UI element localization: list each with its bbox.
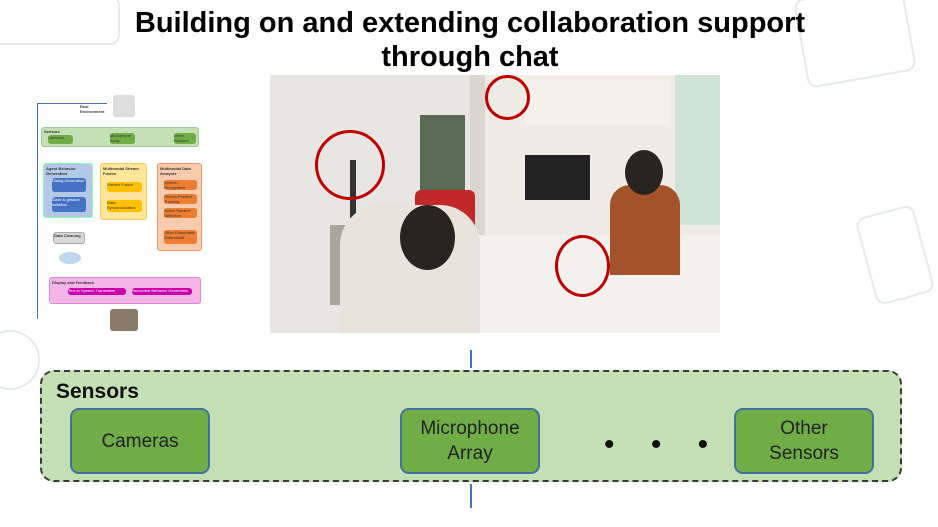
cup-doodle — [0, 330, 40, 390]
mini-fusion: Multimodal Stream Fusion Stream Fusion D… — [100, 163, 147, 220]
title-line-1: Building on and extending collaboration … — [134, 7, 806, 39]
mini-cameras-label: Cameras — [48, 135, 65, 140]
mini-data-sync: Data Synchronization — [107, 200, 142, 212]
title-line-2: through chat — [381, 41, 559, 73]
mini-other-label: Other Sensors — [174, 133, 189, 143]
mini-fusion-label: Multimodal Stream Fusion — [103, 166, 139, 176]
mini-cameras: Cameras — [48, 135, 73, 144]
mini-other: Other Sensors — [174, 133, 196, 144]
phone-doodle — [854, 203, 936, 307]
mini-mic-label: Microphone Array — [110, 133, 131, 143]
mini-agent: Agent Behavior Generation Dialog Generat… — [43, 163, 93, 218]
mini-gaze: Gaze & gesture imitation — [52, 197, 86, 212]
person-back-head — [625, 150, 663, 195]
mini-sensors: Sensors Cameras Microphone Array Other S… — [41, 127, 199, 147]
mini-data-sync-label: Data Synchronization — [107, 200, 136, 210]
mini-dialog-label: Dialog Generation — [52, 178, 85, 183]
keyboard-doodle — [0, 0, 120, 45]
mini-active-label: Active Speaker Detection — [164, 208, 191, 218]
mini-cleaning: Data Cleaning — [53, 232, 85, 244]
microphone-array-box: Microphone Array — [400, 408, 540, 474]
whiteboard — [525, 80, 670, 125]
mini-stream-fusion: Stream Fusion — [107, 182, 142, 192]
mini-dialog: Dialog Generation — [52, 178, 86, 192]
mini-nonverbal: Nonverbal Behavior Generation — [132, 288, 192, 295]
mini-nonverbal-label: Nonverbal Behavior Generation — [132, 288, 189, 293]
mini-sensors-label: Sensors — [44, 129, 60, 134]
highlight-circle-microphone — [555, 235, 610, 297]
ellipsis: • • • — [604, 428, 723, 461]
mini-speech-label: Speech Recognition — [164, 180, 186, 190]
mini-ext: Other Extendable Submodule — [164, 230, 197, 244]
mini-tts: Text to Speech Translation — [68, 288, 126, 295]
real-environment-label: Real Environment — [80, 104, 105, 114]
person-back — [610, 185, 680, 275]
arrow-into-sensors — [470, 350, 472, 368]
mini-display: Display and Feedback Text to Speech Tran… — [49, 277, 201, 304]
highlight-circle-ceiling-camera — [485, 75, 530, 120]
monitor — [525, 155, 590, 200]
system-architecture-diagram: Real Environment Sensors Cameras Microph… — [35, 95, 205, 331]
mini-agent-label: Agent Behavior Generation — [46, 166, 76, 176]
mini-gaze-label: Gaze & gesture imitation — [52, 197, 80, 207]
mini-human-pos-label: Human Position Tracking — [164, 194, 193, 204]
person-front-head — [400, 205, 455, 270]
sensors-panel: Sensors Cameras Microphone Array • • • O… — [40, 370, 902, 482]
other-sensors-label: Other Sensors — [769, 418, 839, 464]
cameras-box: Cameras — [70, 408, 210, 474]
mini-mic: Microphone Array — [110, 133, 135, 144]
mini-analysis-label: Multimodal Data Analysis — [160, 166, 191, 176]
mini-tts-label: Text to Speech Translation — [68, 288, 116, 293]
highlight-circle-camera — [315, 130, 385, 200]
mini-active: Active Speaker Detection — [164, 208, 197, 218]
mini-analysis: Multimodal Data Analysis Speech Recognit… — [157, 163, 202, 251]
mini-ext-label: Other Extendable Submodule — [164, 230, 196, 240]
room-thumbnail — [113, 95, 135, 117]
microphone-array-label: Microphone Array — [420, 418, 520, 464]
database-icon — [59, 252, 81, 264]
arrow-out-of-sensors — [470, 484, 472, 508]
mini-speech: Speech Recognition — [164, 180, 197, 190]
cameras-label: Cameras — [101, 430, 179, 452]
virtual-human-thumbnail — [110, 309, 138, 331]
other-sensors-box: Other Sensors — [734, 408, 874, 474]
mini-human-pos: Human Position Tracking — [164, 194, 197, 204]
lab-setup-photo — [270, 75, 720, 333]
sensors-panel-title: Sensors — [56, 380, 139, 403]
mini-display-label: Display and Feedback — [52, 280, 95, 285]
mini-stream-fusion-label: Stream Fusion — [107, 182, 134, 187]
poster — [420, 115, 465, 195]
mini-cleaning-label: Data Cleaning — [54, 233, 81, 238]
slide-title: Building on and extending collaboration … — [60, 6, 880, 74]
